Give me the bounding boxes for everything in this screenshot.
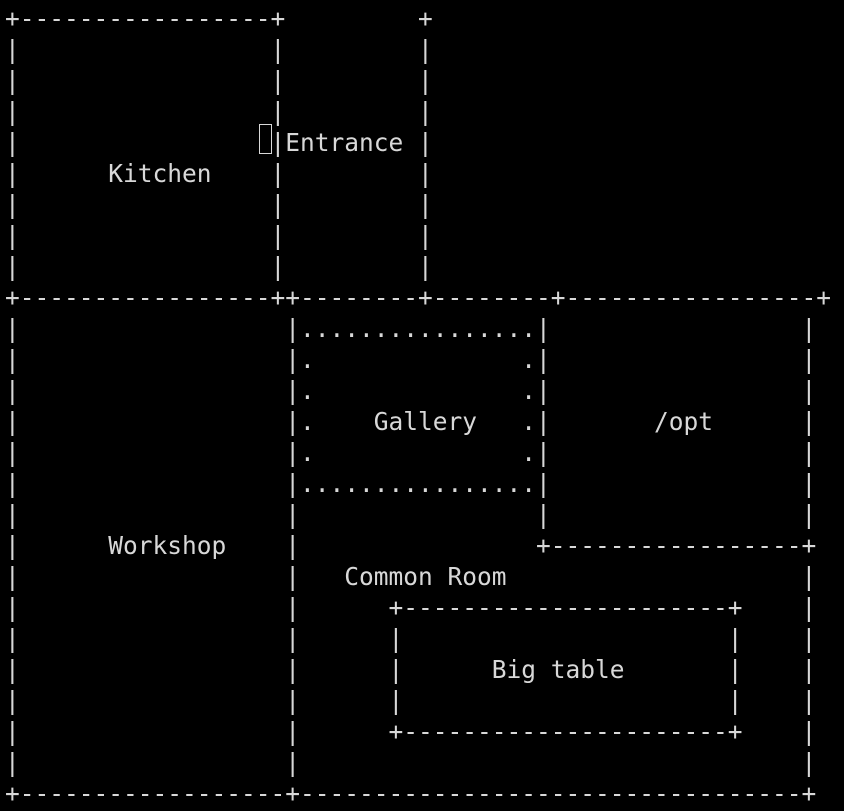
terminal-line: +------------------+--------------------… [5, 779, 817, 808]
terminal-line: | |. .| | [5, 345, 817, 374]
terminal-line: | | Common Room | [5, 562, 817, 591]
text-cursor [259, 124, 272, 154]
terminal-line: | Workshop | +-----------------+ [5, 531, 817, 560]
terminal-line: | | | [5, 748, 817, 777]
terminal-line: | Kitchen | | [5, 159, 433, 188]
terminal-line: | |. .| | [5, 376, 817, 405]
terminal-line: | | | | [5, 500, 817, 529]
terminal-line: | | | [5, 221, 433, 250]
terminal-line: | | | [5, 190, 433, 219]
terminal-line: | | +----------------------+ | [5, 717, 817, 746]
terminal-line: | |Entrance | [5, 128, 433, 157]
terminal-line: | | | Big table | | [5, 655, 817, 684]
terminal-line: | | | | | [5, 624, 817, 653]
terminal-line: | |. .| | [5, 438, 817, 467]
terminal-output[interactable]: +-----------------+ + | | | | | | | | | … [5, 3, 839, 808]
terminal-line: | | | [5, 66, 433, 95]
terminal-line: | |................| | [5, 314, 817, 343]
terminal-line: | | | [5, 35, 433, 64]
terminal-line: | | +----------------------+ | [5, 593, 817, 622]
terminal-line: | | | | | [5, 686, 817, 715]
terminal-line: | | | [5, 252, 433, 281]
terminal-line: +-----------------+ + [5, 4, 433, 33]
terminal-line: | |. Gallery .| /opt | [5, 407, 817, 436]
terminal-line: | |................| | [5, 469, 817, 498]
terminal-line: +-----------------++--------+--------+--… [5, 283, 832, 312]
terminal-line: | | | [5, 97, 433, 126]
